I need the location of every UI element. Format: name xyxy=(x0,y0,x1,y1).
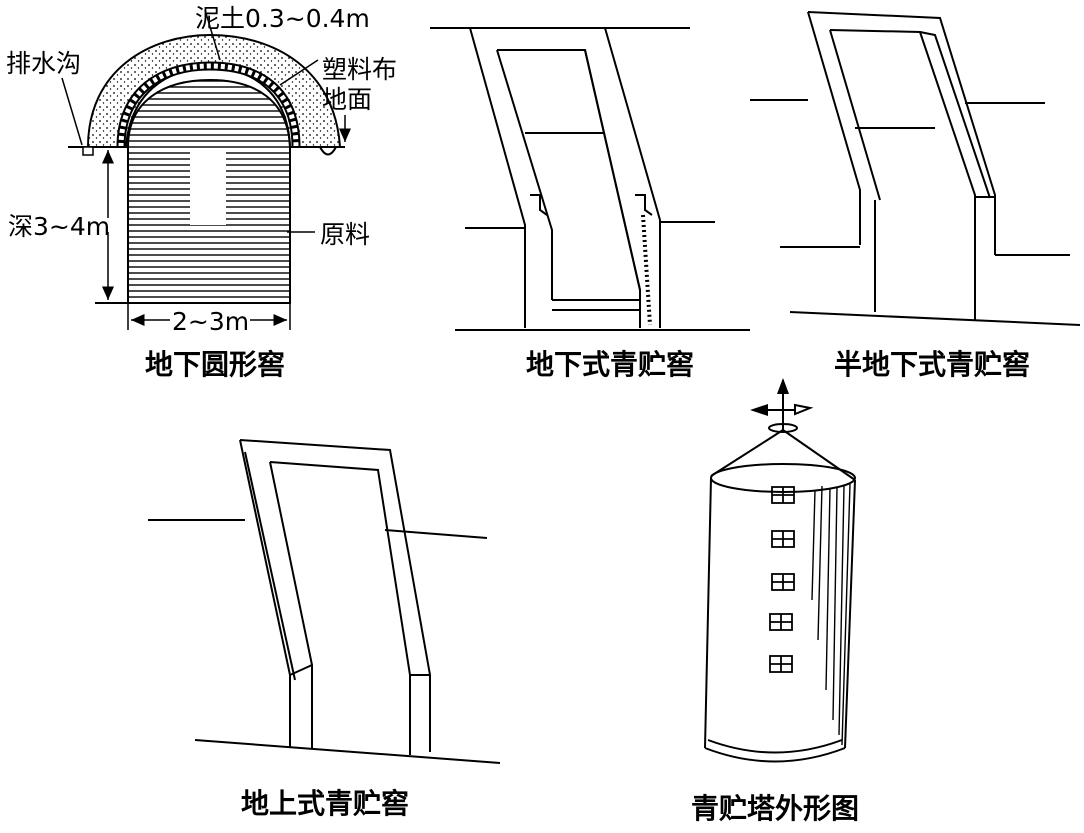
panel-aboveground-silage-pit: 地上式青贮窖 xyxy=(148,439,501,820)
caption-underground-round-pit: 地下圆形窖 xyxy=(145,348,285,381)
panel-underground-round-pit: 泥土0.3~0.4m 排水沟 塑料布 地面 深3~4m 原料 2~3m 地下圆形… xyxy=(6,4,397,381)
drain-label: 排水沟 xyxy=(6,49,81,78)
panel-semi-underground-silage-pit: 半地下式青贮窖 xyxy=(750,11,1081,381)
caption-underground-silage-pit: 地下式青贮窖 xyxy=(526,348,694,381)
drain-ditch-right xyxy=(319,146,337,156)
width-label: 2~3m xyxy=(172,307,249,336)
caption-silage-tower: 青贮塔外形图 xyxy=(691,792,859,825)
caption-aboveground-silage-pit: 地上式青贮窖 xyxy=(241,787,409,820)
plastic-label: 塑料布 xyxy=(322,55,397,84)
panel-silage-tower: 青贮塔外形图 xyxy=(691,378,859,825)
drain-ditch-left xyxy=(82,146,94,156)
depth-label: 深3~4m xyxy=(8,212,110,241)
material-label: 原料 xyxy=(320,220,370,249)
soil-label: 泥土0.3~0.4m xyxy=(195,4,370,33)
panel-underground-silage-pit: 地下式青贮窖 xyxy=(430,27,750,381)
tower-windows xyxy=(769,486,795,673)
caption-semi-underground-silage-pit: 半地下式青贮窖 xyxy=(834,348,1030,381)
ground-label: 地面 xyxy=(322,85,372,114)
